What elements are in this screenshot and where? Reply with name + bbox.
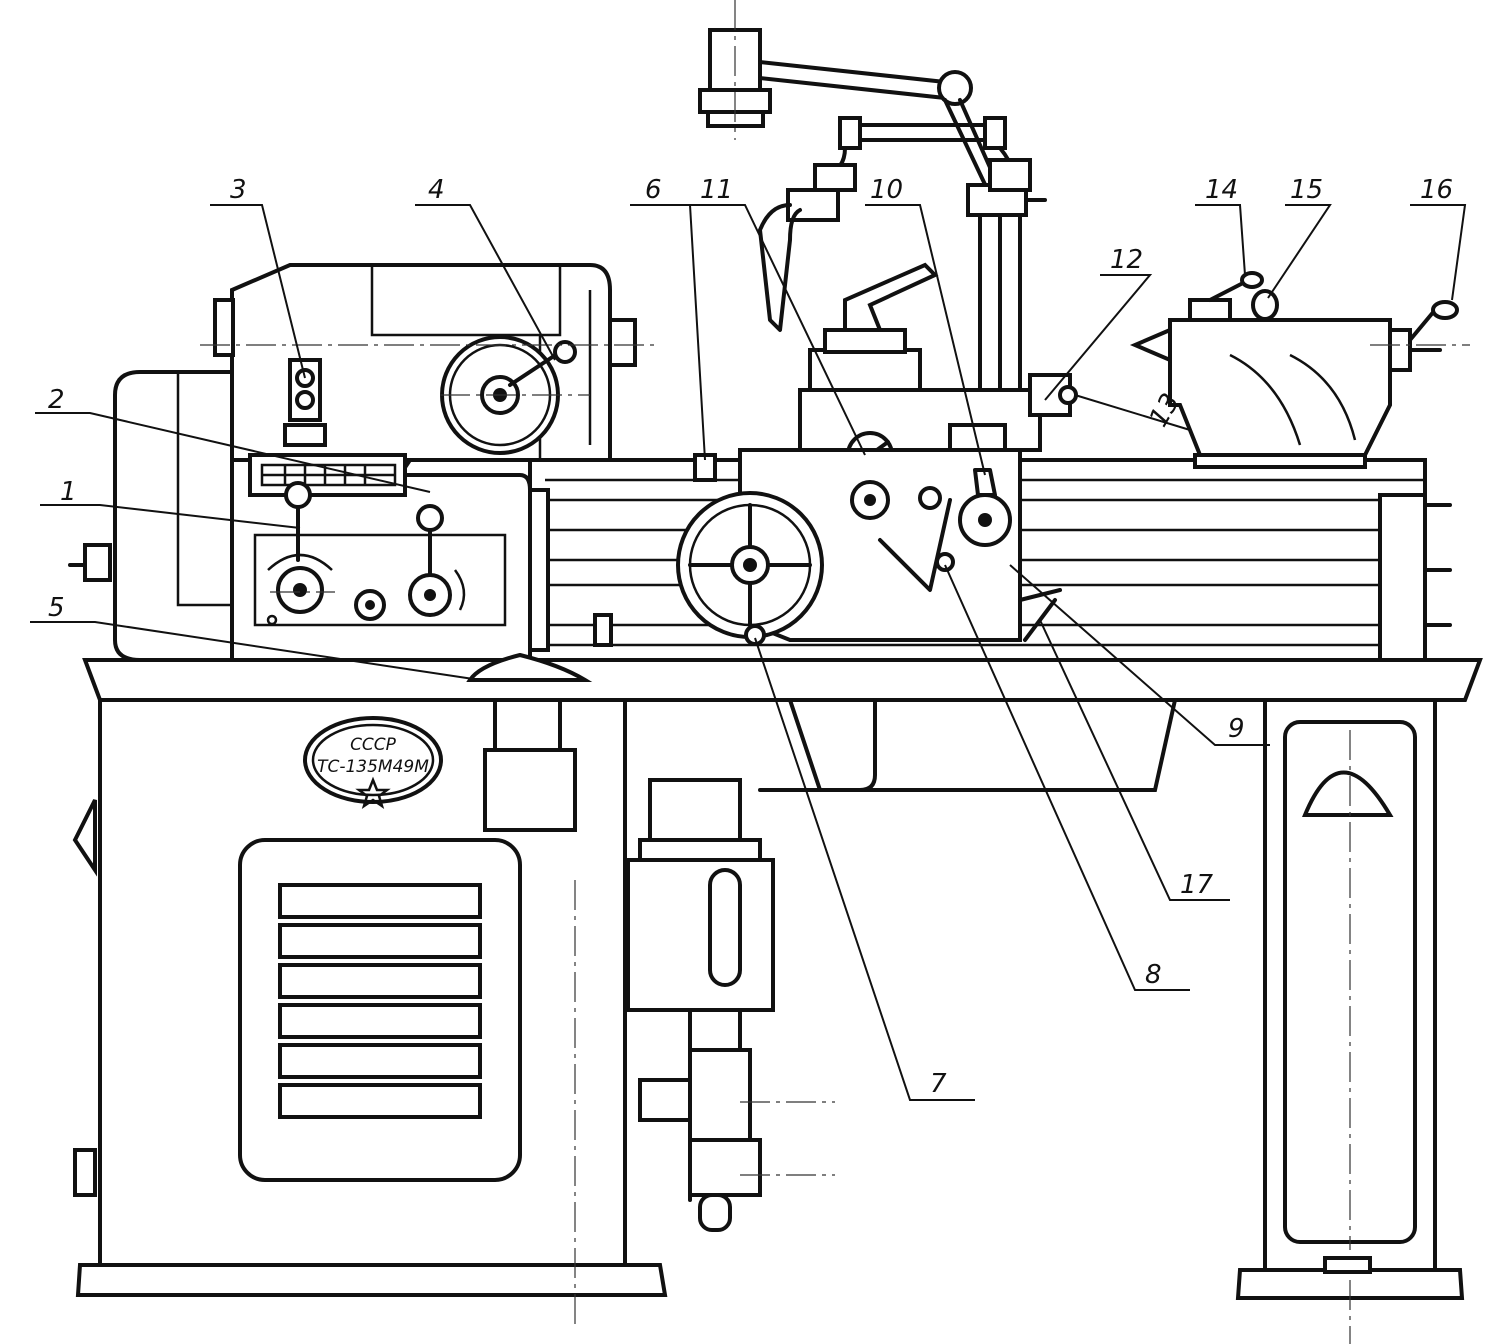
callout-17: 17 (1039, 619, 1230, 901)
svg-text:10: 10 (870, 175, 903, 205)
coolant-pump (626, 698, 877, 1232)
callout-2: 2 (35, 385, 431, 493)
lamp-assembly (698, 28, 1047, 462)
svg-text:14: 14 (1205, 175, 1238, 205)
callout-15: 15 (1267, 175, 1332, 299)
svg-text:6: 6 (645, 175, 662, 205)
callout-9: 9 (1009, 564, 1270, 746)
motor-cover (113, 370, 234, 662)
svg-text:2: 2 (48, 385, 65, 415)
svg-text:8: 8 (1145, 960, 1162, 990)
star-icon (355, 776, 391, 809)
svg-text:12: 12 (1110, 245, 1143, 275)
vent-louvers (278, 883, 482, 1119)
centerlines (200, 0, 1470, 1344)
carriage (676, 262, 1078, 646)
callout-14: 14 (1195, 175, 1246, 276)
nameplate-line1: СССР (350, 735, 397, 755)
svg-text:9: 9 (1228, 714, 1245, 744)
svg-text:16: 16 (1420, 175, 1453, 205)
tailstock (1129, 271, 1459, 469)
callout-3: 3 (210, 175, 306, 379)
svg-text:3: 3 (230, 175, 247, 205)
feed-gearbox (230, 453, 532, 662)
svg-text:1: 1 (60, 477, 77, 507)
callout-7: 7 (754, 637, 975, 1101)
callout-8: 8 (944, 564, 1190, 991)
callout-1: 1 (40, 477, 301, 529)
svg-text:7: 7 (930, 1069, 947, 1099)
motor-knob (83, 543, 112, 582)
callout-10: 10 (865, 175, 986, 476)
left-pedestal: СССР ТС-135М49М (72, 652, 668, 1297)
callout-6: 6 (630, 175, 706, 461)
svg-text:4: 4 (428, 175, 445, 205)
headstock (213, 263, 637, 462)
svg-text:5: 5 (48, 593, 65, 623)
svg-text:11: 11 (700, 175, 733, 205)
svg-text:15: 15 (1290, 175, 1323, 205)
callout-12: 12 (1044, 245, 1153, 401)
chip-tray-top (82, 658, 1483, 702)
nameplate-line2: ТС-135М49М (317, 757, 429, 777)
svg-text:17: 17 (1180, 870, 1214, 900)
coolant-tray (787, 698, 1178, 792)
nameplate: СССР ТС-135М49М (303, 716, 443, 809)
callout-4: 4 (415, 175, 556, 361)
callout-16: 16 (1410, 175, 1467, 301)
callout-11: 11 (690, 175, 866, 456)
callout-5: 5 (30, 593, 481, 681)
callouts: 1 2 3 4 5 6 7 8 9 10 11 12 13 14 15 16 1… (30, 175, 1467, 1101)
